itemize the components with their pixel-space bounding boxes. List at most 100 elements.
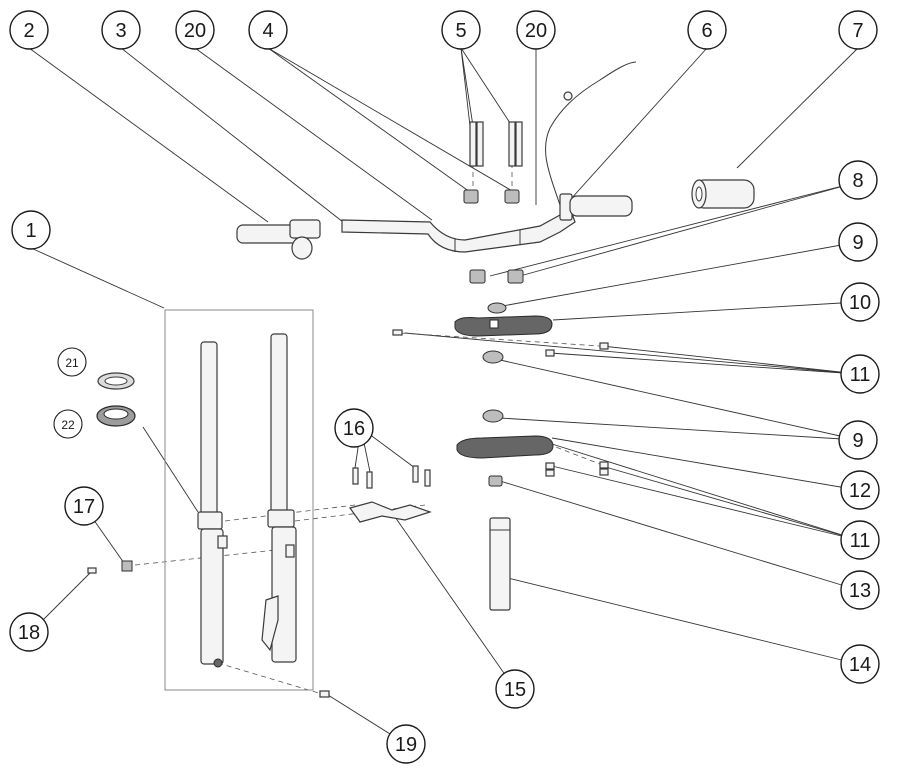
- callout-c19: 19: [386, 724, 426, 764]
- callout-circle: [53, 409, 83, 439]
- callout-circle: [334, 408, 374, 448]
- axle-bolt-part: [319, 690, 330, 698]
- callout-c12: 12: [840, 470, 880, 510]
- handlebar-part: [341, 207, 576, 253]
- callout-circle: [840, 470, 880, 510]
- callout-number: 1: [25, 220, 36, 242]
- callout-number: 7: [852, 20, 863, 42]
- callout-c20b: 20: [516, 10, 556, 50]
- callout-circle: [840, 570, 880, 610]
- throttle-part: [544, 61, 637, 221]
- callout-number: 3: [115, 20, 126, 42]
- callout-circle: [840, 282, 880, 322]
- callout-number: 2: [23, 20, 34, 42]
- callout-c2: 2: [9, 10, 49, 50]
- callout-number: 13: [849, 580, 871, 602]
- upper-spacer-part: [487, 302, 507, 314]
- small-screw-part: [87, 567, 97, 574]
- lower-bearing-part: [482, 409, 504, 423]
- callout-number: 4: [262, 20, 273, 42]
- callout-circle: [516, 10, 556, 50]
- callout-c22: 22: [53, 409, 83, 439]
- callout-c10: 10: [840, 282, 880, 322]
- callout-c21: 21: [57, 347, 87, 377]
- callout-circle: [11, 210, 51, 250]
- callout-number: 18: [18, 622, 40, 644]
- right-fork-leg: [261, 333, 297, 663]
- callout-number: 17: [73, 496, 95, 518]
- pinch-bolts: [392, 329, 609, 477]
- callout-circle: [495, 669, 535, 709]
- callout-circle: [386, 724, 426, 764]
- brace-bolts: [352, 465, 431, 489]
- callout-circle: [687, 10, 727, 50]
- callout-c4: 4: [248, 10, 288, 50]
- callout-c1: 1: [11, 210, 51, 250]
- callout-c11a: 11: [840, 354, 880, 394]
- callout-number: 15: [504, 679, 526, 701]
- callout-number: 11: [850, 530, 871, 552]
- upper-bearing-part: [482, 350, 504, 364]
- callout-number: 19: [395, 734, 417, 756]
- callout-c5: 5: [441, 10, 481, 50]
- right-grip-part: [691, 179, 755, 209]
- callout-circle: [840, 354, 880, 394]
- callout-number: 8: [852, 170, 863, 192]
- left-grip-part: [236, 219, 321, 260]
- callout-c6: 6: [687, 10, 727, 50]
- callout-c3: 3: [101, 10, 141, 50]
- callout-number: 22: [61, 418, 75, 432]
- callout-number: 12: [849, 480, 871, 502]
- callout-c17: 17: [64, 486, 104, 526]
- clamp-bolts: [469, 121, 523, 167]
- callout-c15: 15: [495, 669, 535, 709]
- left-fork-leg: [197, 341, 228, 668]
- upper-triple-clamp: [454, 315, 553, 337]
- callout-number: 11: [850, 364, 871, 386]
- callout-circle: [838, 10, 878, 50]
- callout-number: 14: [849, 654, 871, 676]
- callout-number: 10: [849, 292, 871, 314]
- callout-circle: [838, 420, 878, 460]
- callout-c8: 8: [838, 160, 878, 200]
- callout-circle: [9, 10, 49, 50]
- callout-circle: [840, 520, 880, 560]
- callout-circle: [175, 10, 215, 50]
- callout-circle: [248, 10, 288, 50]
- callout-circle: [838, 160, 878, 200]
- handlebar-clamp-caps: [463, 189, 520, 204]
- callout-c7: 7: [838, 10, 878, 50]
- callout-circle: [64, 486, 104, 526]
- callout-c16: 16: [334, 408, 374, 448]
- stem-nut-part: [488, 475, 503, 487]
- callout-number: 9: [852, 430, 863, 452]
- lower-triple-clamp: [456, 435, 554, 459]
- callout-c18: 18: [9, 612, 49, 652]
- fork-brace-part: [349, 501, 432, 523]
- callout-circle: [101, 10, 141, 50]
- lower-clamp-blocks: [469, 269, 524, 284]
- callout-c9a: 9: [838, 222, 878, 262]
- callout-circle: [57, 347, 87, 377]
- callout-c14: 14: [840, 644, 880, 684]
- callout-circle: [9, 612, 49, 652]
- callout-c20a: 20: [175, 10, 215, 50]
- callout-c13: 13: [840, 570, 880, 610]
- callout-circle: [838, 222, 878, 262]
- fork-assembly-frame: [164, 309, 314, 691]
- callout-number: 6: [701, 20, 712, 42]
- callout-c11b: 11: [840, 520, 880, 560]
- callout-number: 20: [184, 20, 206, 42]
- callout-circle: [840, 644, 880, 684]
- callout-number: 5: [455, 20, 466, 42]
- callout-c9b: 9: [838, 420, 878, 460]
- callout-number: 16: [343, 418, 365, 440]
- callout-number: 20: [525, 20, 547, 42]
- steering-stem-part: [489, 517, 511, 611]
- leader-lines: [28, 47, 859, 745]
- callout-number: 9: [852, 232, 863, 254]
- callout-circle: [441, 10, 481, 50]
